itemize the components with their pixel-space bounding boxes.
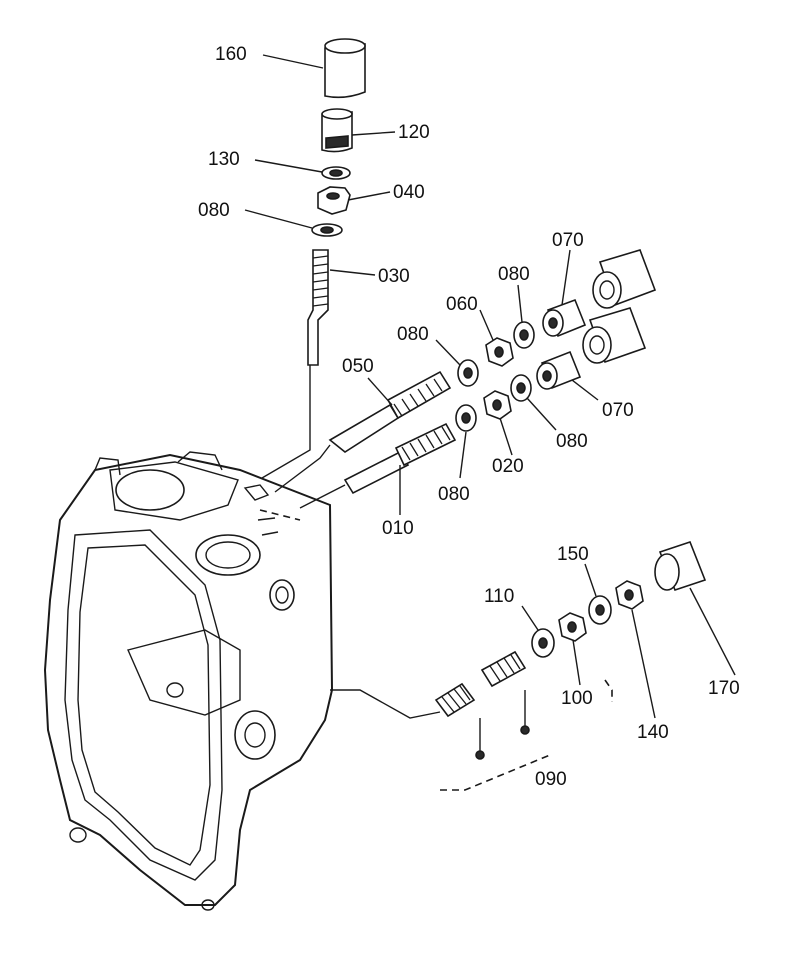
label-070-top: 070	[552, 230, 584, 251]
label-150: 150	[557, 544, 589, 565]
part-110-washer	[531, 628, 555, 658]
label-170: 170	[708, 678, 740, 699]
part-010-stud	[343, 422, 457, 495]
label-070-lower: 070	[602, 400, 634, 421]
part-080-washer-low	[455, 404, 477, 432]
label-100: 100	[561, 688, 593, 709]
part-040-nut	[317, 186, 351, 215]
part-170-cap	[654, 541, 707, 591]
part-080-washer-lower-row	[510, 374, 532, 402]
part-080-washer-top	[311, 223, 343, 237]
label-130: 130	[208, 149, 240, 170]
part-labels: 160 120 130 040 080 030 070 080 060 080 …	[198, 44, 740, 790]
part-080-washer-mid	[457, 359, 479, 387]
part-150-washer	[588, 595, 612, 625]
label-080-top: 080	[198, 200, 230, 221]
part-070-sleeve-lower	[582, 307, 647, 364]
part-080-washer-upper-row	[513, 321, 535, 349]
part-070-sleeve-top	[592, 249, 657, 309]
part-060-nut	[485, 337, 514, 367]
label-110: 110	[484, 586, 514, 607]
part-050-stud	[328, 370, 452, 453]
part-140-nut	[615, 580, 644, 610]
label-030: 030	[378, 266, 410, 287]
part-160-cap	[324, 38, 366, 99]
part-100-nut	[558, 612, 587, 642]
part-070-fitting-top	[542, 298, 587, 338]
label-080-mid: 080	[397, 324, 429, 345]
label-040: 040	[393, 182, 425, 203]
label-090: 090	[535, 769, 567, 790]
part-020-nut	[483, 390, 512, 420]
label-060: 060	[446, 294, 478, 315]
label-050: 050	[342, 356, 374, 377]
part-120-plug	[321, 108, 353, 153]
part-070-fitting-lower	[536, 350, 582, 390]
part-130-washer	[321, 166, 351, 180]
part-030-rod	[307, 249, 329, 366]
label-080-low: 080	[438, 484, 470, 505]
assembly-guide-lines	[259, 365, 613, 791]
label-020: 020	[492, 456, 524, 477]
callout-leaders	[244, 54, 736, 719]
label-160: 160	[215, 44, 247, 65]
label-140: 140	[637, 722, 669, 743]
label-080-upper: 080	[498, 264, 530, 285]
label-120: 120	[398, 122, 430, 143]
label-010: 010	[382, 518, 414, 539]
transmission-housing	[43, 451, 334, 911]
label-080-lower: 080	[556, 431, 588, 452]
part-090-valve-assembly	[434, 650, 530, 760]
